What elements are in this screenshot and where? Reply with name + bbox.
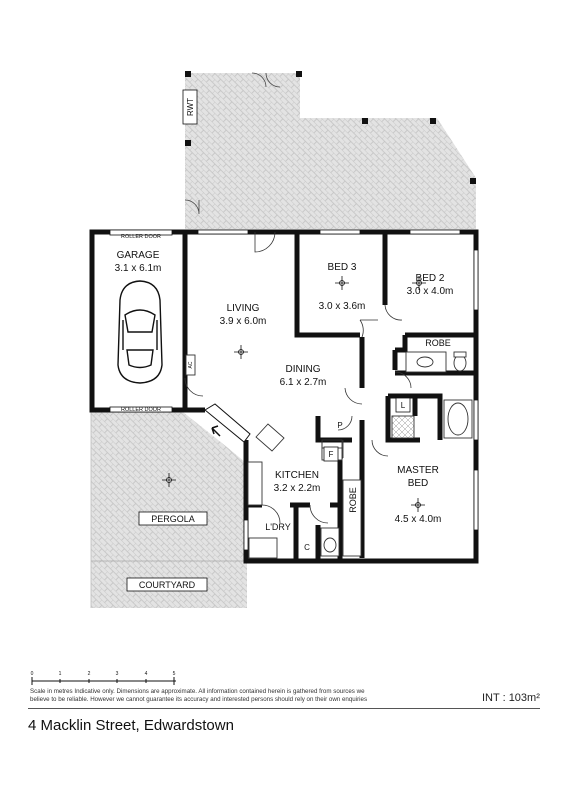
door-swing xyxy=(184,199,200,215)
label-pantry: P xyxy=(337,421,342,430)
car-icon xyxy=(117,280,163,384)
rear-paving xyxy=(185,73,476,229)
room-size-dining: 6.1 x 2.7m xyxy=(280,377,327,388)
room-size-garage: 3.1 x 6.1m xyxy=(115,263,162,274)
scale-tick: 5 xyxy=(173,671,176,677)
light-icon xyxy=(162,276,426,512)
room-name-bed3: BED 3 xyxy=(328,262,357,273)
divider xyxy=(28,708,540,709)
label-roller-door-bottom: ROLLER DOOR xyxy=(121,407,161,413)
label-linen: L xyxy=(401,401,406,410)
door-swing xyxy=(251,72,281,88)
label-robe-master: ROBE xyxy=(348,487,358,513)
scale-tick: 4 xyxy=(145,671,148,677)
room-name-bed2: BED 2 xyxy=(416,273,445,284)
room-size-bed3: 3.0 x 3.6m xyxy=(319,301,366,312)
disclaimer-text: Scale in metres Indicative only. Dimensi… xyxy=(30,688,368,703)
room-name-living: LIVING xyxy=(227,303,260,314)
scale-bar: 0 1 2 3 4 5 xyxy=(31,671,176,685)
label-roller-door-top: ROLLER DOOR xyxy=(121,234,161,240)
label-laundry: L'DRY xyxy=(265,522,291,532)
room-name-dining: DINING xyxy=(286,364,321,375)
label-courtyard: COURTYARD xyxy=(139,580,196,590)
room-size-living: 3.9 x 6.0m xyxy=(220,316,267,327)
room-name-garage: GARAGE xyxy=(117,250,160,261)
label-cupboard: C xyxy=(304,543,310,552)
room-size-master: 4.5 x 4.0m xyxy=(395,514,442,525)
room-size-bed2: 3.0 x 4.0m xyxy=(407,286,454,297)
property-address: 4 Macklin Street, Edwardstown xyxy=(28,717,234,734)
label-fridge: F xyxy=(329,450,334,459)
label-rwt: RWT xyxy=(186,98,195,116)
label-pergola: PERGOLA xyxy=(151,514,195,524)
pergola-paving xyxy=(91,412,247,608)
pergola-posts xyxy=(185,71,476,184)
scale-tick: 3 xyxy=(116,671,119,677)
room-name-kitchen: KITCHEN xyxy=(275,470,319,481)
room-size-kitchen: 3.2 x 2.2m xyxy=(274,483,321,494)
scale-tick: 2 xyxy=(88,671,91,677)
label-ac: AC xyxy=(188,361,194,368)
label-robe-bed2: ROBE xyxy=(425,338,451,348)
scale-tick: 0 xyxy=(31,671,34,677)
scale-tick: 1 xyxy=(59,671,62,677)
internal-area: INT : 103m² xyxy=(482,692,540,704)
room-name-master-1: MASTER xyxy=(397,465,439,476)
room-name-master-2: BED xyxy=(408,478,429,489)
